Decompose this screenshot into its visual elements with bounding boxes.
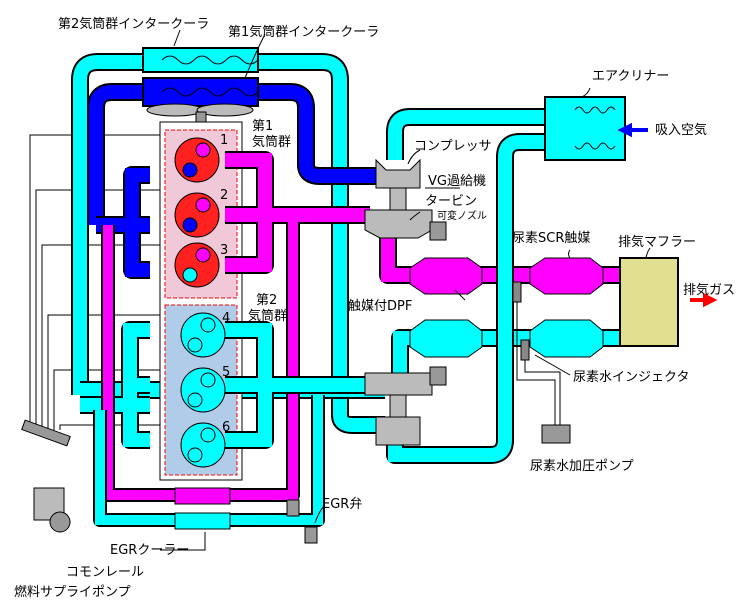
label-urea-pump: 尿素水加圧ポンプ (530, 459, 634, 474)
label-vg-turbo: VG過給機 (428, 174, 486, 189)
label-bank1-line2: 気筒群 (252, 134, 291, 150)
air-intake-pipe (386, 108, 548, 464)
label-dpf: 触媒付DPF (348, 299, 412, 314)
label-bank1-line1: 第1 (252, 119, 273, 134)
cylinder-number-5: 5 (222, 365, 230, 380)
cylinder-number-4: 4 (222, 311, 230, 326)
exhaust-muffler (619, 257, 679, 347)
label-compressor: コンプレッサ (414, 139, 492, 154)
label-intercooler-bank2: 第2気筒群インタークーラ (58, 16, 209, 32)
intercooler-bank2-fins (161, 55, 259, 65)
intake-air-arrow-icon (617, 122, 648, 138)
label-common-rail: コモンレール (66, 565, 144, 580)
egr-valve-1 (286, 499, 300, 517)
urea-injector-1 (512, 281, 522, 303)
cylinder-4 (180, 312, 226, 358)
cylinder-6 (180, 422, 226, 468)
vg-turbocharger-1 (364, 158, 447, 241)
dpf-bank2 (409, 319, 483, 358)
scr-bank2 (529, 319, 604, 358)
label-turbine: タービン (425, 194, 477, 209)
egr-valve-2 (304, 526, 318, 544)
cylinder-5 (180, 367, 226, 413)
scr-bank1 (529, 257, 604, 295)
urea-pump (541, 424, 571, 444)
label-intercooler-bank1: 第1気筒群インタークーラ (228, 24, 379, 40)
cylinder-number-2: 2 (220, 188, 228, 203)
cylinder-number-6: 6 (222, 420, 230, 435)
vg-turbocharger-2 (364, 366, 447, 446)
cylinder-number-3: 3 (220, 243, 228, 258)
nozzle-actuator (429, 221, 447, 241)
fuel-supply-pump (33, 487, 71, 533)
label-bank2-line2: 気筒群 (248, 308, 287, 324)
label-fuel-pump: 燃料サプライポンプ (14, 584, 131, 600)
leader-lines (160, 29, 651, 551)
label-egr-valve: EGR弁 (322, 497, 362, 512)
dpf-bank1 (409, 257, 483, 295)
intercooler-bank1 (142, 77, 259, 107)
label-muffler: 排気マフラー (618, 234, 696, 250)
air-cleaner (544, 96, 626, 161)
label-exhaust-gas: 排気ガス (683, 282, 735, 298)
air-filter-element (574, 106, 616, 150)
cylinder-3 (174, 242, 220, 288)
intercooler-bank1-fins (161, 87, 259, 97)
egr-cooler-bank2 (174, 512, 231, 530)
label-urea-injector: 尿素水インジェクタ (573, 370, 689, 385)
cylinder-number-1: 1 (220, 133, 228, 148)
label-egr-cooler: EGRクーラー (110, 543, 189, 558)
label-urea-scr: 尿素SCR触媒 (512, 231, 590, 246)
common-rail (21, 419, 71, 447)
fuel-lines (29, 134, 165, 430)
cylinder-1 (174, 137, 220, 183)
label-bank2-line1: 第2 (256, 293, 277, 308)
intercooler-bank2 (142, 47, 259, 73)
label-intake-air: 吸入空気 (655, 122, 707, 138)
label-air-cleaner: エアクリナー (592, 69, 669, 84)
cooling-fan-icon (146, 103, 254, 123)
urea-injector-2 (520, 339, 530, 361)
exhaust-arrow-icon (690, 292, 718, 308)
label-variable-nozzle: 可変ノズル (437, 209, 487, 222)
cylinder-2 (174, 192, 220, 238)
egr-cooler-bank1 (174, 487, 231, 505)
